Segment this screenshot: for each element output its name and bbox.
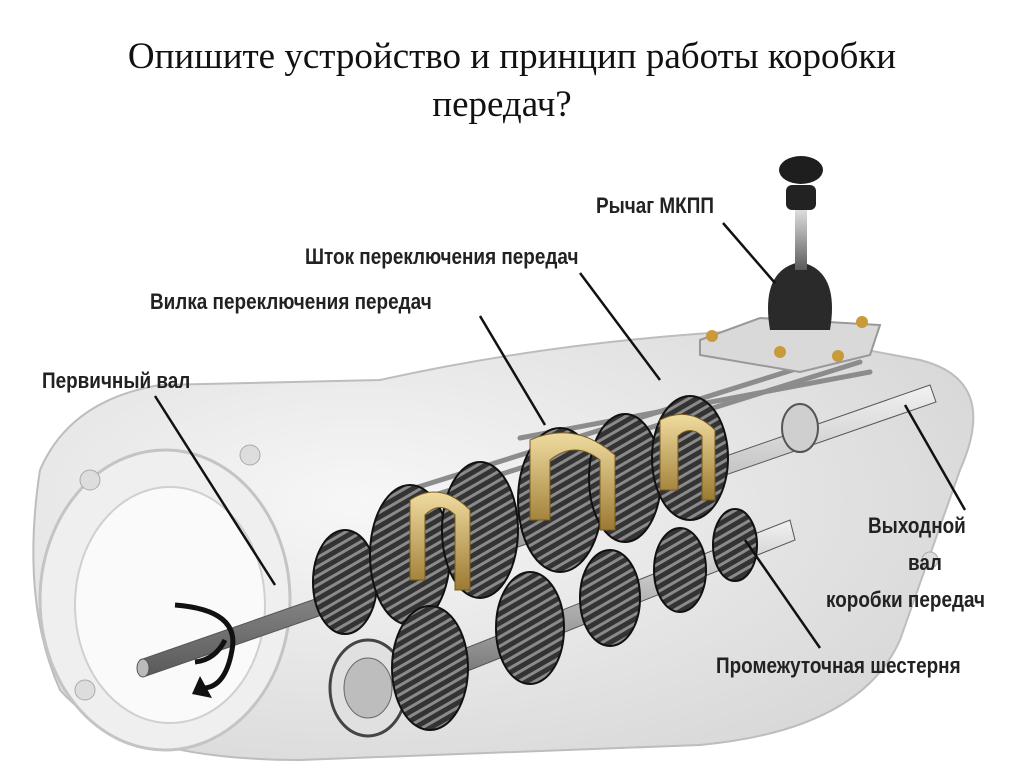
slide-title-line-2: передач?: [432, 84, 572, 125]
label-gear-lever: Рычаг МКПП: [596, 193, 714, 218]
label-input-shaft: Первичный вал: [42, 368, 191, 393]
leader-lines: [153, 222, 967, 649]
slide-title-line-1: Опишите устройство и принцип работы коро…: [127, 36, 897, 77]
label-output-shaft-line-2: вал: [908, 550, 942, 575]
label-countershaft: Промежуточная шестерня: [716, 653, 961, 678]
rotation-arrow-icon: [174, 602, 236, 698]
label-shift-rod: Шток переключения передач: [305, 244, 579, 269]
countershaft: [328, 508, 796, 738]
shift-forks: [409, 413, 716, 591]
label-shift-fork: Вилка переключения передач: [150, 289, 432, 314]
gear-lever-assembly: [699, 156, 882, 374]
label-output-shaft-line-1: Выходной: [868, 513, 966, 538]
label-output-shaft-line-3: коробки передач: [826, 587, 986, 612]
